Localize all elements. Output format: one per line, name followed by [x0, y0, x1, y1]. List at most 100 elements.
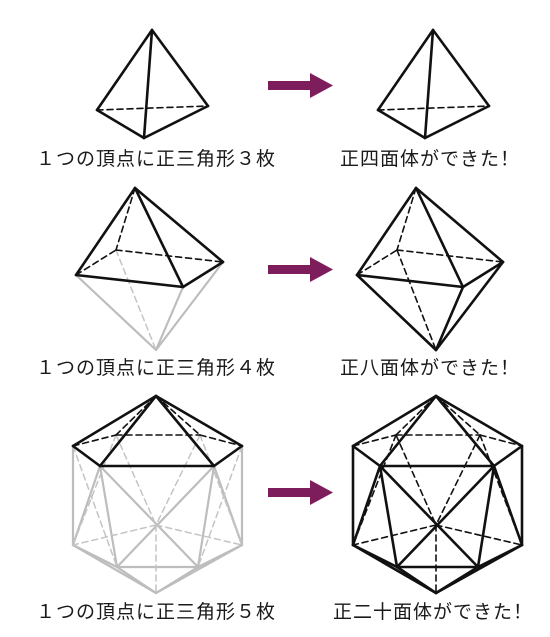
edge: [212, 444, 244, 468]
tetrahedron-left: [95, 28, 210, 140]
ghost-hidden-edge: [72, 524, 157, 546]
arrow-shaft: [268, 81, 312, 90]
hidden-edge: [75, 249, 117, 276]
right-arrow-icon: [268, 480, 333, 505]
ghost-edge: [71, 543, 119, 569]
edge: [378, 464, 480, 569]
edge: [150, 28, 210, 108]
edge: [395, 565, 438, 595]
caption-left-row1: １つの頂点に正三角形３枚: [36, 148, 277, 170]
edge: [154, 394, 244, 448]
caption-left-row3: １つの頂点に正三角形５枚: [36, 601, 277, 623]
edge: [181, 260, 225, 289]
edge: [378, 464, 399, 569]
edge: [378, 394, 438, 468]
hidden-edge: [479, 434, 523, 546]
ghost-edge: [196, 543, 244, 569]
edge: [414, 186, 505, 264]
hidden-edge: [96, 105, 209, 111]
hidden-edge: [479, 434, 523, 447]
edge: [434, 565, 480, 595]
hidden-edge: [356, 249, 398, 276]
ghost-hidden-edge: [72, 445, 118, 568]
ghost-edge: [98, 464, 200, 569]
ghost-edge: [196, 464, 216, 569]
edge: [395, 464, 496, 569]
hidden-edge: [435, 524, 523, 546]
edge: [74, 273, 185, 289]
arrow-shaft: [268, 265, 312, 274]
hidden-edge: [352, 524, 437, 546]
edge: [355, 273, 465, 289]
edge: [133, 186, 185, 289]
edge: [376, 28, 435, 112]
hidden-edge: [396, 249, 437, 351]
edge: [351, 464, 382, 547]
edge: [95, 108, 146, 140]
edge: [476, 543, 524, 569]
edge: [423, 104, 491, 140]
caption-left-row2: １つの頂点に正三角形４枚: [36, 357, 277, 379]
ghost-hidden-edge: [199, 434, 243, 546]
edge: [355, 186, 418, 277]
edge: [355, 273, 438, 352]
arrow-shaft: [268, 488, 312, 497]
hidden-edge: [72, 434, 117, 447]
ghost-hidden-edge: [115, 434, 157, 526]
edge: [351, 394, 438, 448]
hidden-edge: [435, 434, 481, 526]
edge: [492, 464, 524, 547]
right-arrow-icon: [268, 257, 333, 282]
edge: [492, 444, 524, 468]
arrow-head: [310, 257, 333, 282]
hidden-edge: [395, 434, 437, 526]
edge: [351, 444, 382, 468]
caption-right-row1: 正四面体ができた！: [340, 148, 521, 170]
ghost-hidden-edge: [197, 445, 243, 568]
ghost-edge: [154, 565, 200, 595]
edge: [476, 464, 496, 569]
ghost-edge: [154, 285, 185, 352]
edge: [71, 394, 158, 448]
edge: [431, 28, 491, 108]
edge: [434, 394, 496, 468]
hidden-edge: [199, 434, 243, 447]
hidden-edge: [115, 249, 224, 263]
edge: [154, 394, 216, 468]
edge: [133, 186, 225, 264]
hidden-edge: [155, 395, 201, 436]
edge: [434, 260, 505, 352]
ghost-edge: [74, 273, 158, 352]
edge: [414, 186, 465, 289]
edge: [98, 394, 158, 468]
ghost-edge: [154, 260, 225, 352]
hidden-edge: [435, 395, 481, 436]
half-octahedron-left: [74, 186, 225, 352]
edge: [351, 543, 399, 569]
caption-right-row2: 正八面体ができた！: [340, 357, 521, 379]
octahedron-right: [355, 186, 505, 352]
right-arrow-icon: [268, 73, 333, 98]
edge: [142, 28, 154, 140]
edge: [434, 394, 524, 448]
caption-right-row3: 正二十面体ができた！: [333, 601, 534, 623]
edge: [71, 444, 102, 468]
ghost-edge: [115, 565, 158, 595]
hidden-edge: [352, 434, 397, 447]
edge: [74, 186, 137, 277]
hidden-edge: [396, 187, 417, 251]
tetrahedron-right: [376, 28, 491, 140]
edge: [142, 104, 210, 140]
ghost-edge: [115, 464, 216, 569]
ghost-hidden-edge: [155, 434, 201, 526]
ghost-hidden-edge: [155, 524, 243, 546]
edge: [461, 260, 505, 289]
arrow-head: [310, 73, 333, 98]
edge: [423, 28, 435, 140]
icosahedron-cap-left: [71, 394, 244, 595]
edge: [434, 285, 465, 352]
hidden-edge: [396, 249, 504, 263]
edge: [376, 108, 427, 140]
